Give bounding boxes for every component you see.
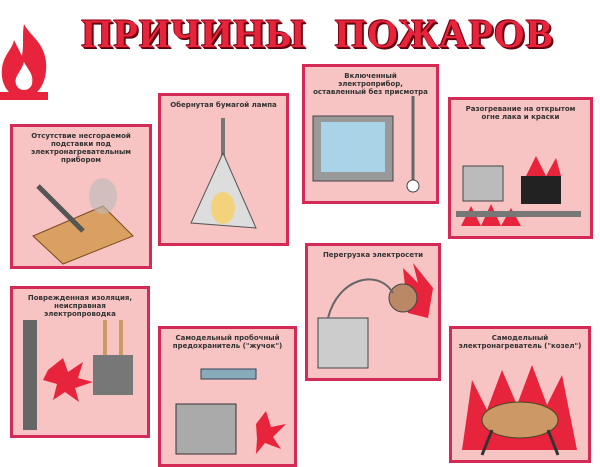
lamp-illustration <box>190 118 257 229</box>
fuse-illustration <box>175 368 286 455</box>
panel-homemade-fuse: Самодельный пробочный предохранитель ("ж… <box>158 326 297 467</box>
heater-illustration <box>462 365 577 456</box>
panel-unattended-appliance: Включенный электроприбор, оставленный бе… <box>302 64 439 204</box>
panel-caption: Поврежденная изоляция, неисправная элект… <box>27 294 133 318</box>
soldering-iron-illustration <box>32 178 134 265</box>
panel-soldering-iron: Отсутствие несгораемой подставки под эле… <box>10 124 152 269</box>
panel-heating-paint: Разогревание на открытом огне лака и кра… <box>448 97 593 239</box>
paint-heating-illustration <box>456 156 581 226</box>
panel-damaged-wiring: Поврежденная изоляция, неисправная элект… <box>10 286 150 438</box>
panel-caption: Самодельный электронагреватель ("козел") <box>458 334 582 350</box>
panel-network-overload: Перегрузка электросети <box>305 243 441 381</box>
panel-caption: Разогревание на открытом огне лака и кра… <box>465 105 576 121</box>
panel-homemade-heater: Самодельный электронагреватель ("козел") <box>449 326 591 463</box>
tv-illustration <box>312 96 420 193</box>
fire-hazard-icon <box>0 24 48 100</box>
panel-caption: Обернутая бумагой лампа <box>170 101 277 109</box>
panel-caption: Перегрузка электросети <box>322 251 424 259</box>
panel-paper-lamp: Обернутая бумагой лампа <box>158 93 289 246</box>
overload-illustration <box>317 263 433 369</box>
page-title: ПРИЧИНЫ ПОЖАРОВ <box>81 11 554 56</box>
panel-caption: Самодельный пробочный предохранитель ("ж… <box>172 334 283 350</box>
wiring-illustration <box>23 320 133 430</box>
panel-caption: Отсутствие несгораемой подставки под эле… <box>30 132 132 164</box>
panel-caption: Включенный электроприбор, оставленный бе… <box>313 72 428 96</box>
